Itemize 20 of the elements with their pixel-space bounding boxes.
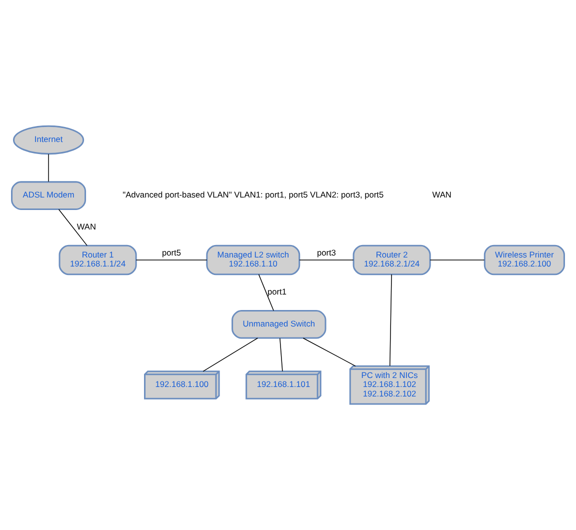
node-box: Router 1 192.168.1.1/24: [58, 244, 137, 276]
connector: [58, 208, 88, 246]
edge-label: port3: [316, 247, 336, 258]
connector: [302, 338, 356, 366]
node-box: ADSL Modem: [11, 181, 86, 210]
connector: [48, 154, 49, 182]
connector: [390, 274, 392, 366]
connector: [202, 338, 258, 372]
node-ellipse: Internet: [12, 125, 84, 155]
edge-label: WAN: [76, 222, 96, 232]
node-box: Wireless Printer 192.168.2.100: [484, 244, 565, 276]
node-box: Unmanaged Switch: [232, 310, 326, 339]
connector: [258, 274, 274, 312]
label: WAN: [432, 190, 452, 200]
edge-label: port1: [268, 286, 287, 297]
connector: [280, 338, 283, 372]
node-box: Router 2 192.168.2.1/24: [352, 244, 431, 276]
edge-label: port5: [162, 247, 181, 258]
label: "Advanced port-based VLAN" VLAN1: port1, port5 VLAN2: port3, port5: [122, 190, 384, 200]
node-box: Managed L2 switch 192.168.1.10: [206, 244, 300, 276]
